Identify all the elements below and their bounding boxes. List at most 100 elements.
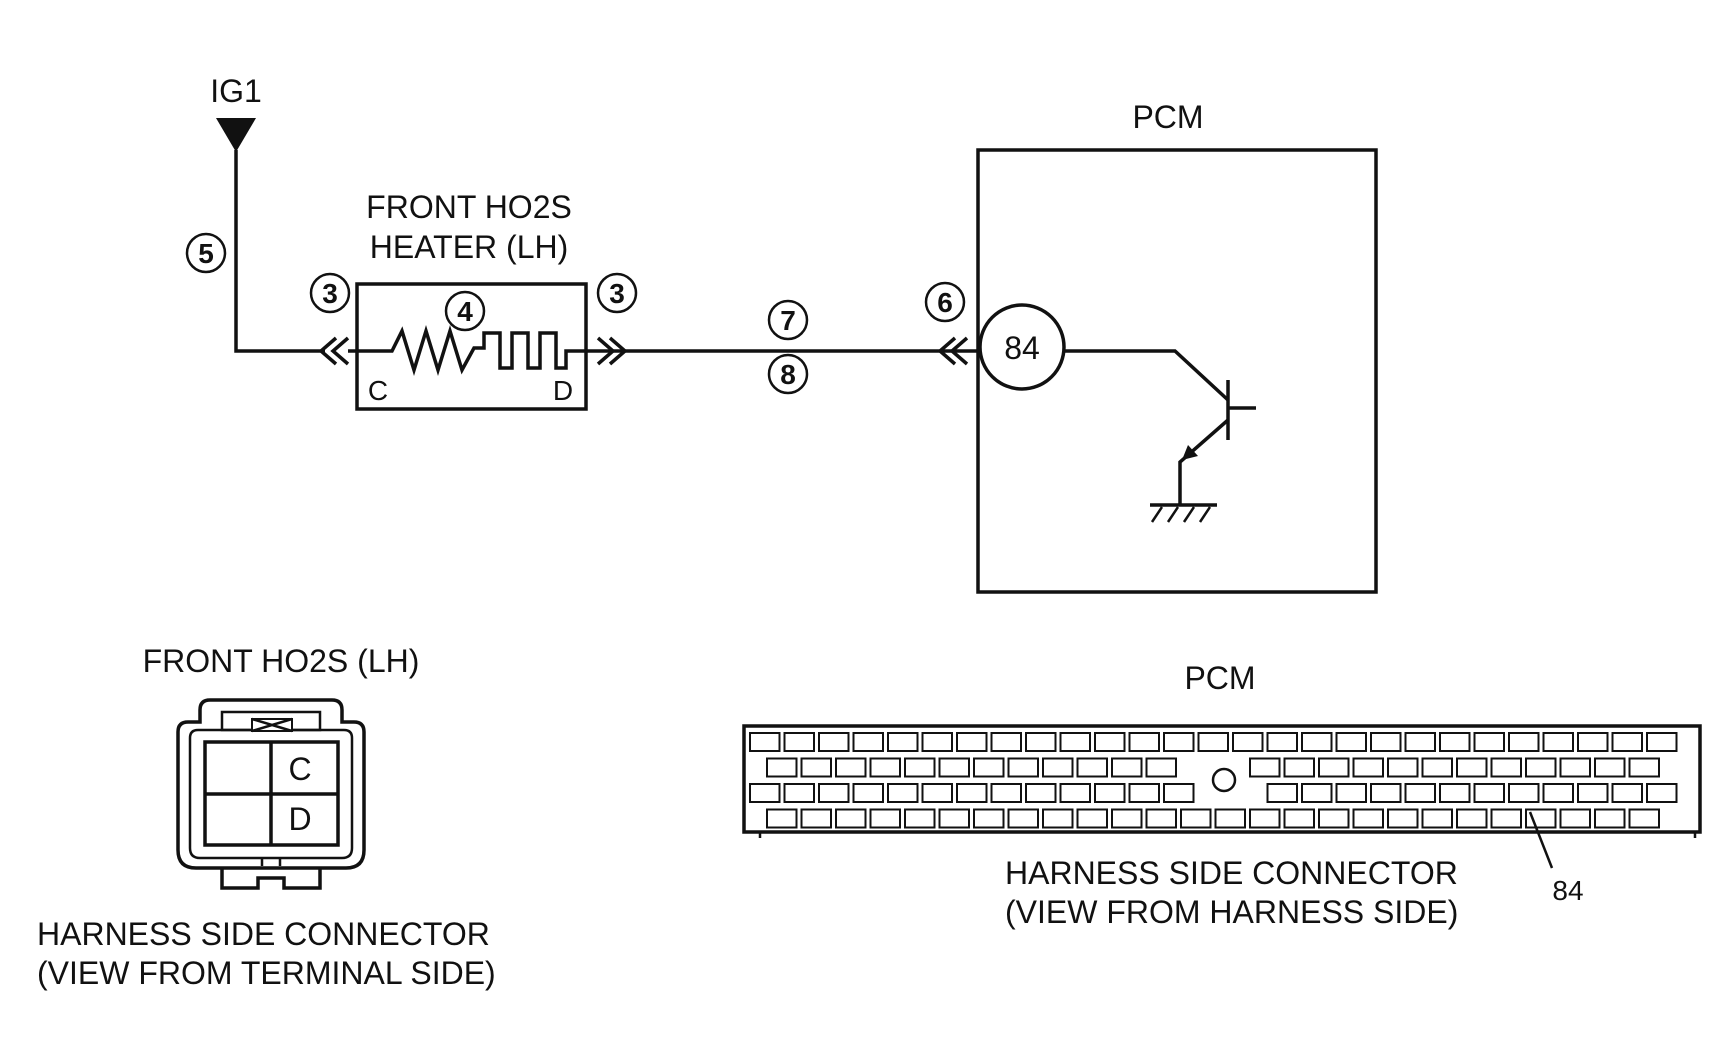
pcm-pin-cell xyxy=(852,732,884,752)
pcm-pin-cell xyxy=(1007,757,1039,778)
pcm-pin-cell xyxy=(1594,808,1626,829)
pcm-pin-cell xyxy=(973,808,1005,829)
callout-3-right: 3 xyxy=(596,272,638,314)
pcm-pin-cell xyxy=(1145,808,1177,829)
pcm-box-label: PCM xyxy=(1132,99,1203,135)
pcm-pin-cell xyxy=(1559,808,1591,829)
pcm-pin-cell xyxy=(1370,783,1402,803)
pcm-pin-cell xyxy=(1249,757,1281,778)
callout-6: 6 xyxy=(924,281,966,323)
pcm-pin-cell xyxy=(869,757,901,778)
pcm-pin-cell xyxy=(1352,808,1384,829)
pcm-box xyxy=(976,148,1378,594)
pcm-pin-cell xyxy=(1439,732,1471,752)
pcm-pin-cell xyxy=(1025,732,1057,752)
svg-text:7: 7 xyxy=(780,305,796,336)
pcm-pin-cell xyxy=(1646,732,1678,752)
pcm-pin-cell xyxy=(1318,808,1350,829)
pcm-pin-cell xyxy=(1249,808,1281,829)
pcm-pin-cell xyxy=(1473,732,1505,752)
pcm-pin-cell xyxy=(818,732,850,752)
pcm-pin-cell xyxy=(1473,783,1505,803)
heater-label-line1: FRONT HO2S xyxy=(366,189,572,225)
pcm-pin-cell xyxy=(1387,757,1419,778)
pcm-pin-cell xyxy=(1387,808,1419,829)
pcm-pin-cell xyxy=(766,808,798,829)
svg-text:3: 3 xyxy=(609,278,625,309)
pin-84-leader xyxy=(1528,811,1554,869)
pcm-pin-cell xyxy=(1490,757,1522,778)
pcm-pin-cell xyxy=(1266,732,1298,752)
ig1-wire xyxy=(234,150,325,353)
pcm-pin-cell xyxy=(1301,732,1333,752)
pcm-connector-chevron xyxy=(937,336,969,366)
pcm-pin-cell xyxy=(1076,808,1108,829)
pcm-pin-cell xyxy=(1421,808,1453,829)
svg-text:4: 4 xyxy=(457,296,473,327)
pcm-pin-cell xyxy=(1128,783,1160,803)
pcm-pin-cell xyxy=(1611,732,1643,752)
pcm-pin-cell xyxy=(973,757,1005,778)
ho2s-connector-face xyxy=(176,698,366,890)
pcm-pin-cell xyxy=(921,783,953,803)
pcm-pin-cell xyxy=(1094,783,1126,803)
pcm-pin-cell xyxy=(1163,783,1195,803)
left-connector-chevron xyxy=(318,336,350,366)
pcm-pin-cell xyxy=(1111,757,1143,778)
pcm-pin-cell xyxy=(1525,757,1557,778)
pcm-pin-cell xyxy=(1577,783,1609,803)
ho2s-connector-title: FRONT HO2S (LH) xyxy=(143,643,420,679)
pcm-pin-cell xyxy=(1404,732,1436,752)
ground-symbol xyxy=(1150,503,1217,523)
pcm-pin-cell xyxy=(887,783,919,803)
pcm-pin-cell xyxy=(1628,757,1660,778)
pcm-pin-cell xyxy=(1128,732,1160,752)
pcm-pin-cell xyxy=(990,783,1022,803)
pcm-pin-cell xyxy=(749,783,781,803)
heater-element xyxy=(357,325,586,376)
pcm-pin-cell xyxy=(1283,757,1315,778)
transistor-emitter-arrow xyxy=(1182,445,1198,460)
pcm-pin-cell xyxy=(1559,757,1591,778)
pcm-pin-cell xyxy=(887,732,919,752)
pcm-pin-cell xyxy=(938,808,970,829)
pcm-pin-cell xyxy=(1421,757,1453,778)
pcm-connector-title: PCM xyxy=(1184,660,1255,696)
pcm-pin-cell xyxy=(1577,732,1609,752)
terminal-d-label: D xyxy=(553,375,573,406)
pcm-pin-cell xyxy=(1352,757,1384,778)
heater-box xyxy=(355,282,588,411)
pcm-pin-cell xyxy=(1542,783,1574,803)
pcm-pin-cell xyxy=(1301,783,1333,803)
pcm-pin-cell xyxy=(990,732,1022,752)
pcm-pin-cell xyxy=(1042,808,1074,829)
pcm-pin-cell xyxy=(783,732,815,752)
svg-text:3: 3 xyxy=(322,278,338,309)
pcm-pin-cell xyxy=(818,783,850,803)
pcm-pin-cell xyxy=(921,732,953,752)
callout-5: 5 xyxy=(185,232,227,274)
pcm-pin-cell xyxy=(904,757,936,778)
callout-3-left: 3 xyxy=(309,272,351,314)
pcm-pin-84-label: 84 xyxy=(1552,875,1583,906)
pcm-pin-cell xyxy=(1508,732,1540,752)
pcm-pin-cell xyxy=(1111,808,1143,829)
pcm-pin-cell xyxy=(1594,757,1626,778)
transistor-emitter xyxy=(1178,418,1230,505)
pcm-pin-cell xyxy=(1007,808,1039,829)
pcm-connector-caption-line2: (VIEW FROM HARNESS SIDE) xyxy=(1005,894,1458,930)
callout-8: 8 xyxy=(767,353,809,395)
pcm-pin-cell xyxy=(1370,732,1402,752)
pcm-pin-cell xyxy=(1214,808,1246,829)
pcm-pin-cell xyxy=(1042,757,1074,778)
pcm-pin-cell xyxy=(1318,757,1350,778)
pcm-pin-cell xyxy=(956,732,988,752)
pcm-pin-cell xyxy=(835,757,867,778)
pcm-pin-cell xyxy=(956,783,988,803)
pcm-pin-cell xyxy=(1145,757,1177,778)
pcm-pin-cell xyxy=(1542,732,1574,752)
pcm-pin-cell xyxy=(1197,732,1229,752)
svg-text:84: 84 xyxy=(1004,330,1040,366)
pcm-pin-cell xyxy=(938,757,970,778)
